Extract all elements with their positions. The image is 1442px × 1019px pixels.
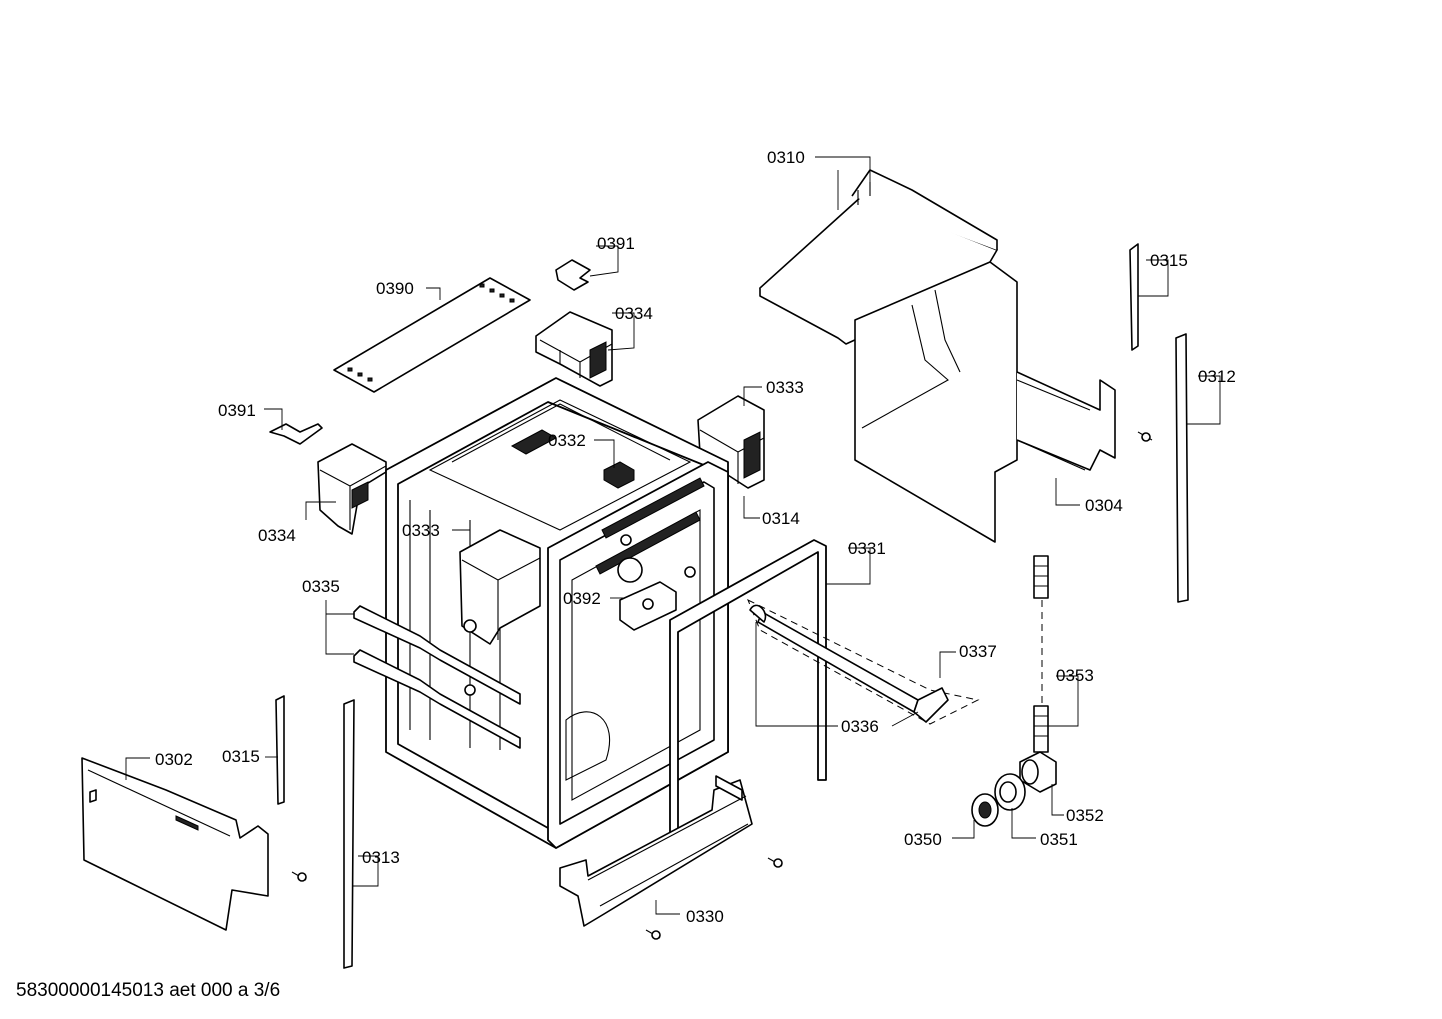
part-0302-base-panel	[81, 757, 269, 931]
label-0334-left: 0334	[258, 526, 296, 545]
label-0330: 0330	[686, 907, 724, 926]
label-0313: 0313	[362, 848, 400, 867]
part-0353-hose	[1033, 555, 1049, 753]
part-0335-rails	[353, 605, 521, 749]
part-0392-bracket	[619, 581, 677, 631]
part-0333-connector-left	[459, 529, 541, 645]
part-0315-strip-right	[1129, 243, 1139, 351]
label-0392: 0392	[563, 589, 601, 608]
part-0312-strip-long	[1175, 333, 1189, 603]
label-0353: 0353	[1056, 666, 1094, 685]
screw-icon	[1137, 431, 1153, 442]
label-0331: 0331	[848, 539, 886, 558]
part-0330-kickplate	[559, 775, 753, 927]
label-0315-left: 0315	[222, 747, 260, 766]
drawing-code: 58300000145013 aet 000 a 3/6	[16, 980, 281, 1001]
label-0310: 0310	[767, 148, 805, 167]
label-0315-right: 0315	[1150, 251, 1188, 270]
label-0390: 0390	[376, 279, 414, 298]
label-0304: 0304	[1085, 496, 1123, 515]
part-0332-clip	[603, 461, 635, 489]
label-0351: 0351	[1040, 830, 1078, 849]
screw-icon	[291, 871, 307, 882]
leader-lines	[125, 156, 1221, 915]
part-0310-top-cover	[759, 169, 998, 345]
part-0336-hinge-bar	[747, 598, 980, 725]
part-0315-strip-left	[275, 695, 285, 805]
label-0312: 0312	[1198, 367, 1236, 386]
part-0304-side-panel	[854, 261, 1116, 543]
part-0391-bracket-top	[555, 259, 591, 291]
label-0336: 0336	[841, 717, 879, 736]
label-0350: 0350	[904, 830, 942, 849]
part-0313-strip-long	[343, 699, 355, 969]
label-0335: 0335	[302, 577, 340, 596]
label-0334-top: 0334	[615, 304, 653, 323]
label-0352: 0352	[1066, 806, 1104, 825]
part-0352-elbow	[1019, 751, 1057, 793]
label-0332: 0332	[548, 431, 586, 450]
part-0351-ring	[994, 773, 1026, 811]
part-labels: 0310 0391 0390 0334 0315 0312 0333 0391 …	[155, 148, 1236, 926]
screw-icon	[645, 929, 661, 940]
screw-icon	[767, 857, 783, 868]
part-0350-nut	[971, 793, 999, 827]
label-0333-left: 0333	[402, 521, 440, 540]
label-0314: 0314	[762, 509, 800, 528]
part-0334-connector-top	[535, 311, 613, 387]
part-0333-connector-right	[697, 395, 765, 489]
label-0302: 0302	[155, 750, 193, 769]
part-0391-bracket-left	[269, 423, 323, 445]
part-0390-strip	[333, 277, 531, 393]
label-0333-right: 0333	[766, 378, 804, 397]
label-0391-left: 0391	[218, 401, 256, 420]
label-0391-top: 0391	[597, 234, 635, 253]
label-0337: 0337	[959, 642, 997, 661]
part-0334-connector-left	[317, 443, 387, 535]
